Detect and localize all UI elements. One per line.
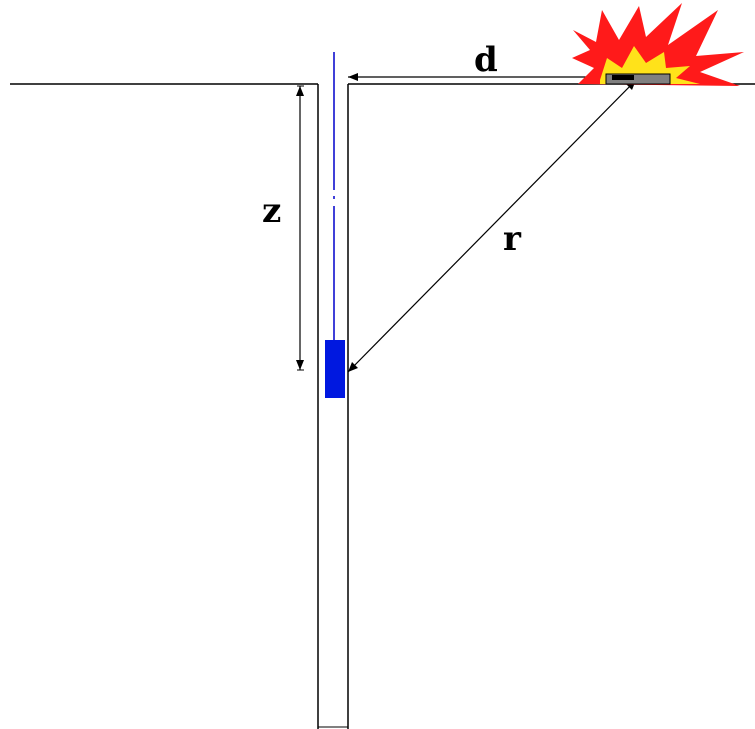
depth-label: z	[262, 191, 281, 231]
distance-r-label: r	[503, 219, 522, 259]
charge-icon	[605, 73, 671, 85]
borehole	[317, 84, 349, 729]
distance-r-dimension	[347, 79, 637, 373]
distance-d-label: d	[474, 40, 498, 80]
depth-dimension	[296, 85, 304, 371]
sensor-icon	[325, 340, 345, 398]
